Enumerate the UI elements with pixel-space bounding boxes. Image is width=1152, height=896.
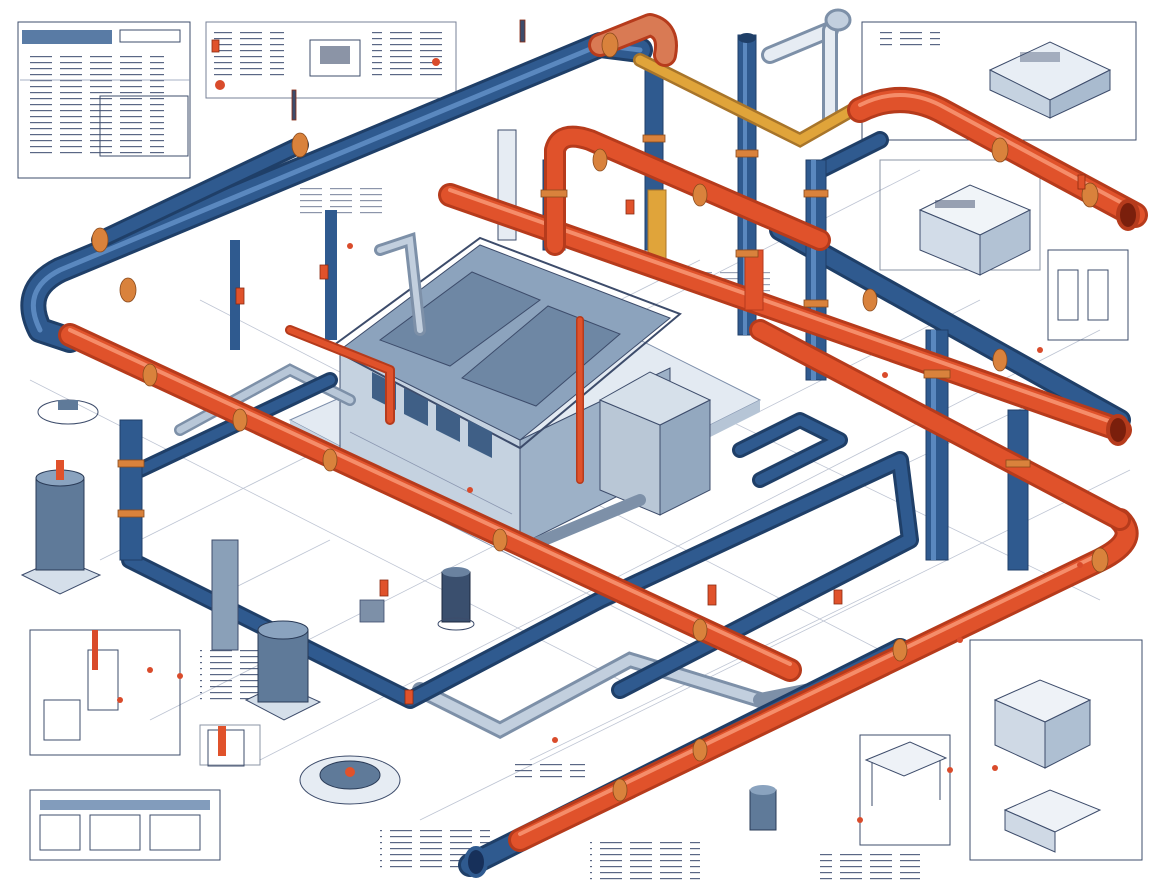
- pipe-collars: [91, 32, 1109, 802]
- equipment-unit-right: [879, 159, 1129, 341]
- filter-vessel: [437, 567, 475, 631]
- supply-water-pipes: [58, 13, 1148, 852]
- red-callout-marks: [117, 243, 1083, 823]
- equipment-panel-top-right: [861, 21, 1137, 141]
- gauge-icon: [299, 755, 777, 831]
- control-schematic-bottom-left: [29, 629, 280, 861]
- gas-pipe: [633, 53, 877, 261]
- spec-sheet-top-center: [205, 21, 457, 99]
- red-riser: [744, 249, 764, 311]
- pump-icon: [244, 620, 322, 721]
- left-side-fixtures: [37, 399, 245, 767]
- equipment-details-bottom-right: [859, 639, 1143, 861]
- pipe-end-caps: [464, 8, 1140, 878]
- valve-icon: [211, 19, 1086, 705]
- spec-sheet-top-left: [17, 21, 191, 179]
- tank-icon: [20, 460, 102, 595]
